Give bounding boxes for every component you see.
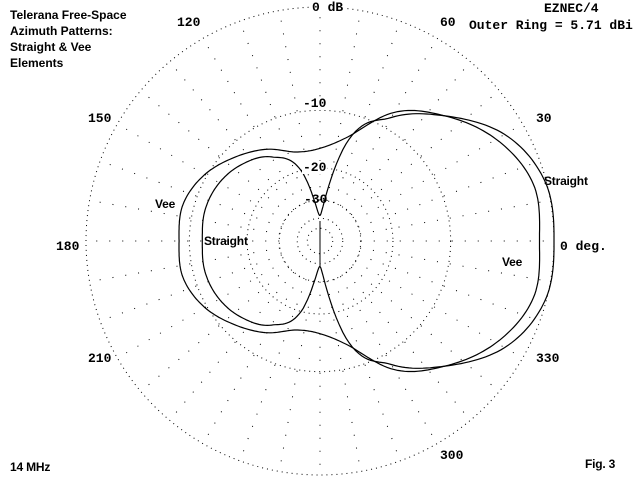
grid-spoke bbox=[355, 123, 523, 222]
ring-label-30db: -30 bbox=[304, 192, 328, 207]
grid-spoke bbox=[350, 90, 500, 216]
grid-spoke bbox=[99, 254, 282, 322]
ring-label-0db: 0 dB bbox=[311, 0, 345, 15]
angle-label-30: 30 bbox=[536, 111, 552, 126]
frequency-label: 14 MHz bbox=[10, 460, 51, 474]
ring-label-10db: -10 bbox=[302, 96, 328, 111]
angle-label-60: 60 bbox=[440, 15, 456, 30]
grid-spoke bbox=[345, 61, 471, 211]
angle-label-180: 180 bbox=[56, 239, 80, 254]
grid-spoke bbox=[239, 20, 307, 203]
grid-spoke bbox=[169, 61, 295, 211]
figure-label: Fig. 3 bbox=[585, 457, 616, 471]
pattern-curve-vee bbox=[178, 109, 541, 373]
grid-ring bbox=[306, 227, 334, 255]
angle-label-300: 300 bbox=[440, 448, 464, 463]
title-line: Telerana Free-Space bbox=[10, 8, 127, 22]
title-line: Azimuth Patterns: bbox=[10, 24, 113, 38]
outer-ring-label: Outer Ring = 5.71 dBi bbox=[469, 18, 633, 33]
grid-spoke bbox=[339, 38, 438, 206]
grid-spoke bbox=[326, 10, 362, 201]
angle-label-120: 120 bbox=[177, 15, 201, 30]
grid-spoke bbox=[355, 260, 523, 359]
angle-label-0: 0 deg. bbox=[560, 239, 607, 254]
curve-label-straight-right: Straight bbox=[544, 174, 588, 188]
grid-spoke bbox=[140, 266, 290, 392]
grid-spoke bbox=[117, 123, 285, 222]
curve-label-straight-left: Straight bbox=[204, 234, 248, 248]
grid-spoke bbox=[339, 276, 438, 444]
title-line: Elements bbox=[10, 56, 64, 70]
grid-spoke bbox=[345, 271, 471, 421]
grid-spoke bbox=[99, 160, 282, 228]
program-label: EZNEC/4 bbox=[544, 1, 599, 16]
grid-spoke bbox=[202, 38, 301, 206]
grid-ring bbox=[188, 109, 452, 373]
ring-label-20db: -20 bbox=[302, 160, 328, 175]
angle-label-150: 150 bbox=[88, 111, 112, 126]
title-line: Straight & Vee bbox=[10, 40, 92, 54]
grid-spoke bbox=[333, 20, 401, 203]
grid-spoke bbox=[169, 271, 295, 421]
angle-label-210: 210 bbox=[88, 351, 112, 366]
grid-spoke bbox=[333, 279, 401, 462]
pattern-curve-straight bbox=[201, 113, 555, 369]
grid-spoke bbox=[89, 247, 280, 283]
grid-spoke bbox=[360, 199, 551, 235]
grid-spoke bbox=[350, 266, 500, 392]
curve-label-vee-right: Vee bbox=[502, 255, 523, 269]
grid-spoke bbox=[358, 160, 541, 228]
grid-spoke bbox=[89, 199, 280, 235]
grid-spoke bbox=[239, 279, 307, 462]
grid-spoke bbox=[117, 260, 285, 359]
grid-spoke bbox=[202, 276, 301, 444]
angle-label-330: 330 bbox=[536, 351, 560, 366]
chart-title: Telerana Free-Space Azimuth Patterns: St… bbox=[10, 7, 127, 71]
curve-label-vee-left: Vee bbox=[155, 197, 176, 211]
grid-spoke bbox=[278, 281, 314, 472]
grid-ring bbox=[246, 167, 394, 315]
